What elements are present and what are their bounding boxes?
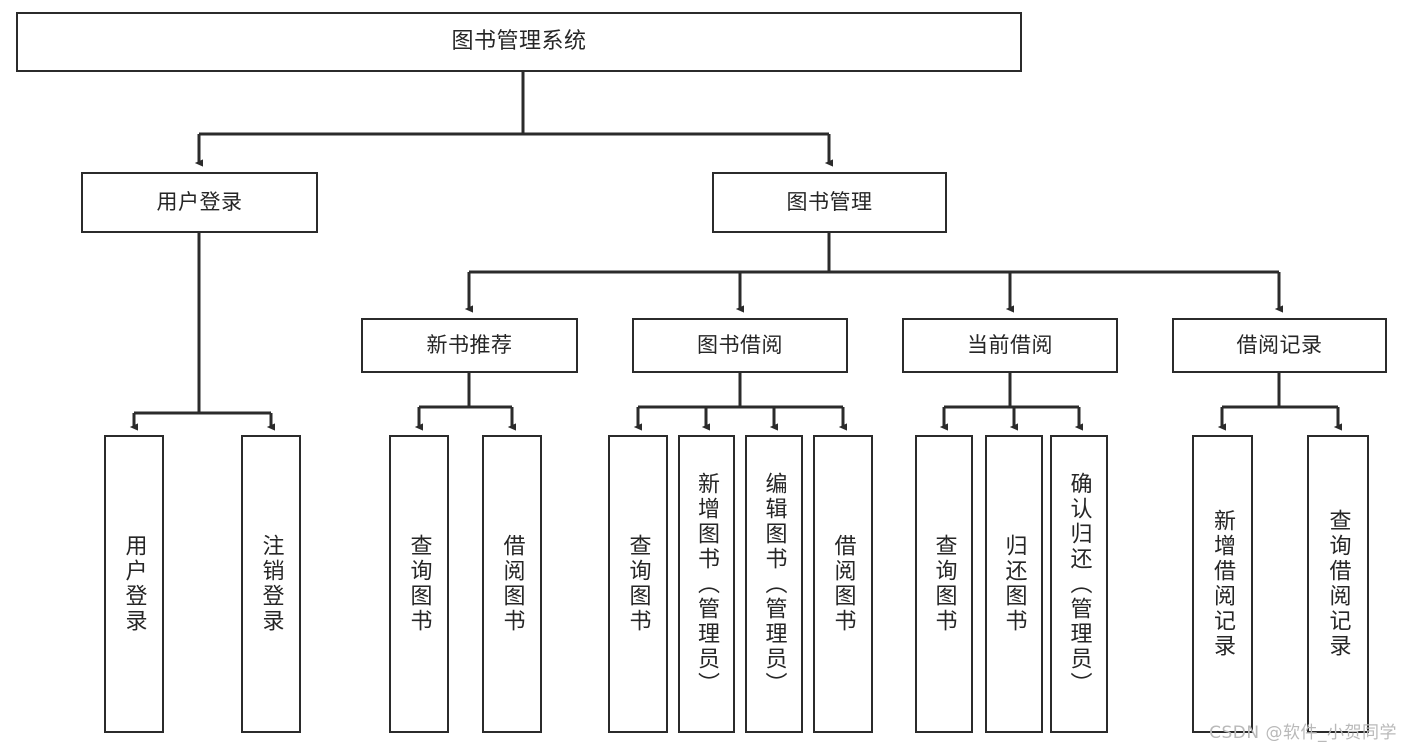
node-borrow-record[interactable]: 借阅记录 <box>1172 318 1387 373</box>
node-leaf-add-borrow-record[interactable]: 新增借阅记录 <box>1192 435 1253 733</box>
node-current-borrow-label: 当前借阅 <box>967 333 1053 358</box>
node-leaf-query-book-3-label: 查询图书 <box>931 534 957 634</box>
node-new-book-recommend[interactable]: 新书推荐 <box>361 318 578 373</box>
node-leaf-borrow-book-1[interactable]: 借阅图书 <box>482 435 542 733</box>
node-leaf-return-book[interactable]: 归还图书 <box>985 435 1043 733</box>
node-leaf-confirm-return-label: 确认归还（管理员） <box>1066 471 1092 697</box>
node-leaf-edit-book[interactable]: 编辑图书（管理员） <box>745 435 803 733</box>
node-leaf-query-borrow-record-label: 查询借阅记录 <box>1325 509 1351 659</box>
node-leaf-add-book-label: 新增图书（管理员） <box>694 471 720 697</box>
node-leaf-query-book-2[interactable]: 查询图书 <box>608 435 668 733</box>
node-book-management[interactable]: 图书管理 <box>712 172 947 233</box>
node-current-borrow[interactable]: 当前借阅 <box>902 318 1118 373</box>
node-leaf-borrow-book-1-label: 借阅图书 <box>499 534 525 634</box>
node-leaf-confirm-return[interactable]: 确认归还（管理员） <box>1050 435 1108 733</box>
node-leaf-user-login[interactable]: 用户登录 <box>104 435 164 733</box>
node-leaf-borrow-book-2-label: 借阅图书 <box>830 534 856 634</box>
node-leaf-edit-book-label: 编辑图书（管理员） <box>761 471 787 697</box>
node-leaf-add-borrow-record-label: 新增借阅记录 <box>1210 509 1236 659</box>
node-leaf-user-login-label: 用户登录 <box>121 534 147 634</box>
node-book-borrow[interactable]: 图书借阅 <box>632 318 848 373</box>
node-leaf-user-logout-label: 注销登录 <box>258 534 284 634</box>
node-leaf-borrow-book-2[interactable]: 借阅图书 <box>813 435 873 733</box>
node-root-system-label: 图书管理系统 <box>451 29 587 55</box>
node-leaf-user-logout[interactable]: 注销登录 <box>241 435 301 733</box>
node-leaf-query-borrow-record[interactable]: 查询借阅记录 <box>1307 435 1369 733</box>
node-new-book-recommend-label: 新书推荐 <box>426 333 513 358</box>
node-user-login-label: 用户登录 <box>156 190 243 215</box>
node-book-borrow-label: 图书借阅 <box>697 333 783 358</box>
node-leaf-query-book-1[interactable]: 查询图书 <box>389 435 449 733</box>
node-user-login[interactable]: 用户登录 <box>81 172 318 233</box>
node-book-management-label: 图书管理 <box>786 190 873 215</box>
node-leaf-add-book[interactable]: 新增图书（管理员） <box>678 435 735 733</box>
node-leaf-query-book-1-label: 查询图书 <box>406 534 432 634</box>
csdn-watermark: CSDN @软件_小贺同学 <box>1209 723 1397 743</box>
node-leaf-query-book-3[interactable]: 查询图书 <box>915 435 973 733</box>
node-root-system[interactable]: 图书管理系统 <box>16 12 1022 72</box>
node-borrow-record-label: 借阅记录 <box>1236 333 1323 358</box>
node-leaf-query-book-2-label: 查询图书 <box>625 534 651 634</box>
node-leaf-return-book-label: 归还图书 <box>1001 534 1027 634</box>
